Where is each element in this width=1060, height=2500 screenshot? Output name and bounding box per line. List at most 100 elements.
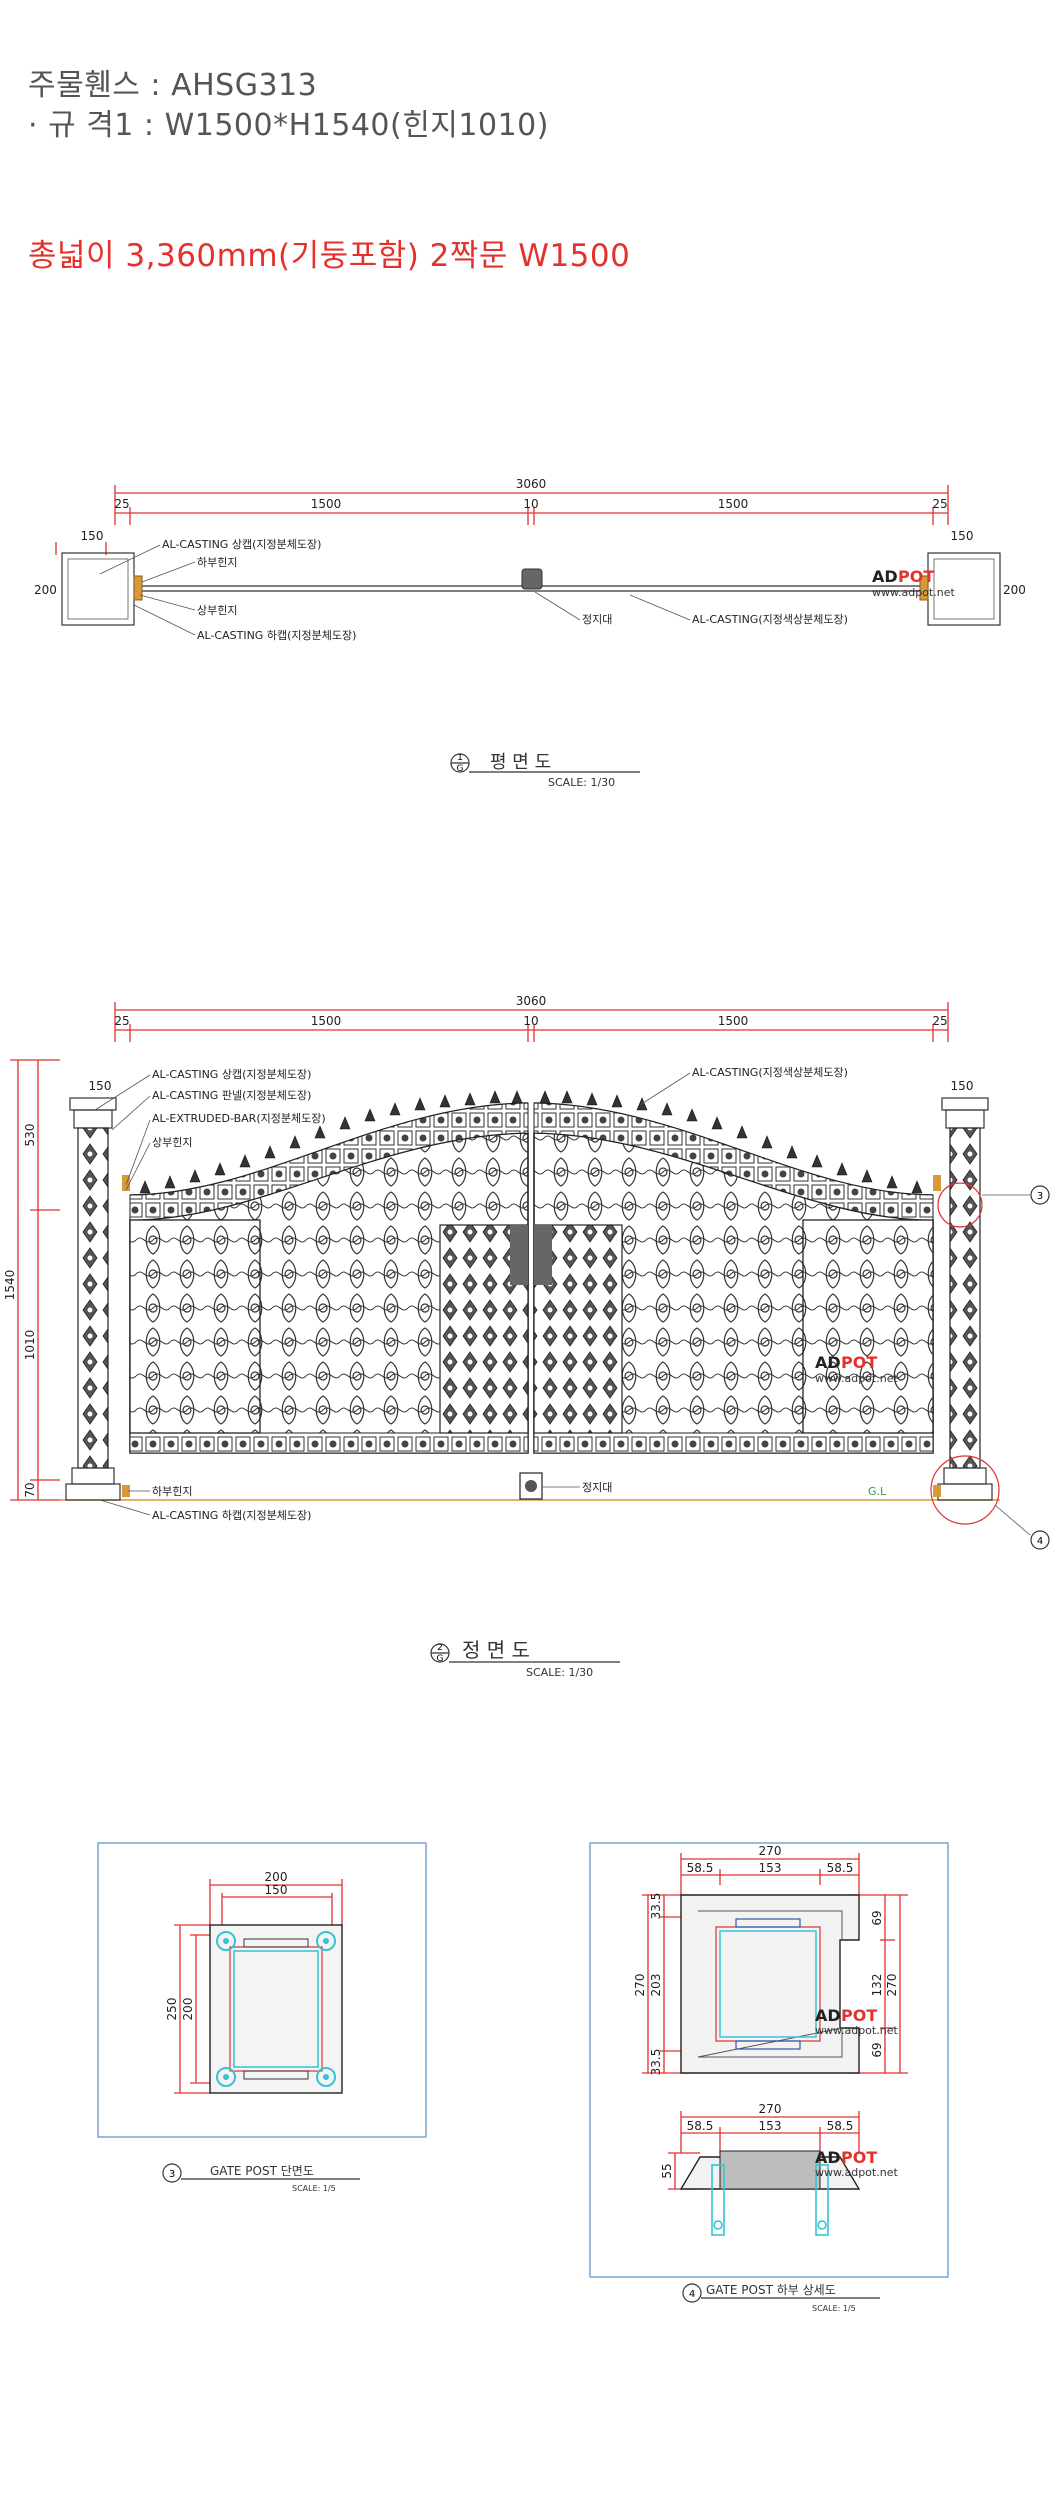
front-dim-total: 3060: [516, 994, 547, 1008]
callout-3-label: 3: [1037, 1191, 1043, 1202]
plan-view-drawing: 3060 1500 1500 10 25 25 150 150 200 200 …: [34, 477, 1026, 789]
front-title: 정 면 도: [462, 1638, 530, 1662]
front-label-extruded-bar: AL-EXTRUDED-BAR(지정분체도장): [152, 1112, 326, 1125]
front-watermark-url: www.adpot.net: [815, 1372, 898, 1385]
front-title-sheet: G: [437, 1654, 444, 1664]
d4-height-top-right: 69: [870, 1910, 884, 1925]
hinge-left: [133, 575, 143, 601]
d4-watermark-url: www.adpot.net: [815, 2024, 898, 2037]
d4-title-number: 4: [689, 2289, 695, 2300]
plan-post-height-left: 200: [34, 583, 57, 597]
center-stopper: [521, 568, 543, 590]
d4-lower-width-total: 270: [759, 2102, 782, 2116]
d3-post-section: [209, 1924, 343, 2094]
front-label-stopper: 정지대: [582, 1481, 612, 1494]
front-label-lower-hinge: 하부힌지: [152, 1484, 192, 1498]
front-dim-left: 1500: [311, 1014, 342, 1028]
d4-watermark-brand-b: POT: [841, 2006, 877, 2025]
d4-lower-width-mid: 153: [759, 2119, 782, 2133]
front-label-casting-panel-left: AL-CASTING 판넬(지정분체도장): [152, 1089, 311, 1102]
front-hinge-upper-right: [933, 1175, 941, 1191]
front-label-upper-hinge: 상부힌지: [152, 1136, 192, 1149]
finials: [139, 1090, 923, 1194]
total-width-line: 총넓이 3,360mm(기둥포함) 2짝문 W1500: [28, 238, 631, 274]
detail-gate-post-base: 270 58.5 153 58.5 270 33.5 203 33.5 69 1…: [589, 1842, 949, 2313]
d3-width-outer: 200: [265, 1870, 288, 1884]
plan-post-width-left: 150: [81, 529, 104, 543]
front-hinge-lower-left: [122, 1485, 130, 1497]
plan-watermark-url: www.adpot.net: [872, 586, 955, 599]
d3-title-number: 3: [169, 2169, 175, 2180]
front-label-casting-cap: AL-CASTING 상캡(지정분체도장): [152, 1068, 311, 1081]
front-label-casting-panel-right: AL-CASTING(지정색상분체도장): [692, 1066, 848, 1079]
d3-height-inner: 200: [181, 1998, 195, 2021]
spec-line: · 규 격1 : W1500*H1540(힌지1010): [28, 108, 549, 143]
front-elevation-drawing: 3060 1500 1500 10 25 25 150 150 1540 530…: [3, 994, 1050, 1679]
hinge-right: [919, 575, 929, 601]
front-right-post: [937, 1097, 993, 1501]
detail-gate-post-section: 200 150 250 200 3 GATE POST 단면도 SCALE: 1…: [97, 1842, 427, 2193]
d4-watermark-brand-a: AD: [815, 2006, 841, 2025]
front-watermark-brand-a: AD: [815, 1353, 841, 1372]
plan-dim-edge-left: 25: [114, 497, 129, 511]
plan-label-stopper: 정지대: [582, 613, 612, 626]
front-title-number: 2: [437, 1643, 443, 1653]
front-height-mid: 1010: [23, 1330, 37, 1361]
d4-width-left: 58.5: [687, 1861, 714, 1875]
plan-label-casting-panel: AL-CASTING(지정색상분체도장): [692, 613, 848, 626]
plan-watermark-brand-b: POT: [898, 567, 934, 586]
product-title: 주물휀스 : AHSG313: [28, 68, 318, 103]
d4-height-bot-right: 69: [870, 2042, 884, 2057]
d4-height-mid-left: 203: [649, 1974, 663, 1997]
plan-title-number: 1: [457, 753, 463, 763]
d4-height-mid-right: 132: [870, 1974, 884, 1997]
front-hinge-upper-left: [122, 1175, 130, 1191]
left-post: [61, 552, 135, 626]
d4-height-total-right: 270: [885, 1974, 899, 1997]
front-post-width-right: 150: [951, 1079, 974, 1093]
callout-4-marker: [1030, 1530, 1050, 1550]
front-post-width-left: 150: [89, 1079, 112, 1093]
front-left-post: [65, 1097, 121, 1501]
d3-title-marker: [162, 2163, 182, 2183]
d3-title: GATE POST 단면도: [210, 2164, 314, 2178]
d4-lower-width-left: 58.5: [687, 2119, 714, 2133]
detail4-frame: [589, 1842, 949, 2278]
plan-scale: SCALE: 1/30: [548, 776, 615, 789]
d4-width-mid: 153: [759, 1861, 782, 1875]
front-height-total: 1540: [3, 1270, 17, 1301]
d4-height-bot-left: 33.5: [649, 2049, 663, 2076]
plan-dim-mid: 10: [523, 497, 538, 511]
d4-width-right: 58.5: [827, 1861, 854, 1875]
front-height-base: 70: [23, 1482, 37, 1497]
d4-width-total: 270: [759, 1844, 782, 1858]
front-hinge-lower-right: [933, 1485, 941, 1497]
front-watermark-brand-b: POT: [841, 1353, 877, 1372]
plan-title: 평 면 도: [490, 752, 551, 773]
plan-label-casting-cap: AL-CASTING 상캡(지정분체도장): [162, 538, 321, 551]
plan-post-width-right: 150: [951, 529, 974, 543]
detail3-frame: [97, 1842, 427, 2138]
plan-post-height-right: 200: [1003, 583, 1026, 597]
plan-dim-edge-right: 25: [932, 497, 947, 511]
d4-lower-width-right: 58.5: [827, 2119, 854, 2133]
d4-watermark2-url: www.adpot.net: [815, 2166, 898, 2179]
front-label-casting-base: AL-CASTING 하캡(지정분체도장): [152, 1508, 311, 1522]
d4-lower-height: 55: [660, 2163, 674, 2178]
front-dim-edge-left: 25: [114, 1014, 129, 1028]
d4-watermark2-brand-b: POT: [841, 2148, 877, 2167]
d3-height-outer: 250: [165, 1998, 179, 2021]
plan-label-lower-hinge: 하부힌지: [197, 555, 237, 569]
plan-watermark-brand-a: AD: [872, 567, 898, 586]
d4-title-marker: [682, 2283, 702, 2303]
d4-watermark2-brand-a: AD: [815, 2148, 841, 2167]
plan-dim-left: 1500: [311, 497, 342, 511]
d4-title: GATE POST 하부 상세도: [706, 2283, 836, 2297]
front-scale: SCALE: 1/30: [526, 1666, 593, 1679]
front-dim-edge-right: 25: [932, 1014, 947, 1028]
front-height-top: 530: [23, 1124, 37, 1147]
plan-title-sheet: G: [457, 764, 464, 774]
callout-3-marker: [1030, 1185, 1050, 1205]
d3-scale: SCALE: 1/5: [292, 2184, 336, 2193]
plan-label-upper-hinge: 상부힌지: [197, 604, 237, 617]
